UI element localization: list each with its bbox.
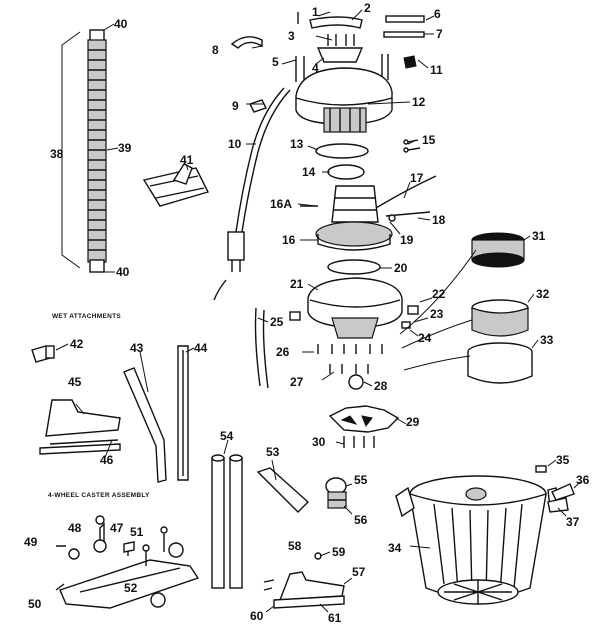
part-label-9: 9 — [232, 99, 239, 113]
part-label-21: 21 — [290, 277, 304, 291]
part-label-13: 13 — [290, 137, 304, 151]
part-label-32: 32 — [536, 287, 550, 301]
part-label-34: 34 — [388, 541, 402, 555]
part-label-1: 1 — [312, 5, 319, 19]
part-label-8: 8 — [212, 43, 219, 57]
extension-wands-54 — [211, 454, 243, 589]
part-label-6: 6 — [434, 7, 441, 21]
part-label-11: 11 — [430, 63, 443, 77]
part-label-4: 4 — [312, 61, 319, 75]
part-label-10: 10 — [228, 137, 242, 151]
part-label-55: 55 — [354, 473, 368, 487]
ring-14 — [327, 164, 365, 180]
part-label-23: 23 — [430, 307, 444, 321]
squeegee-tool-57-61 — [263, 552, 345, 609]
hose-assembly — [61, 23, 119, 273]
part-label-35: 35 — [556, 453, 570, 467]
part-label-15: 15 — [422, 133, 436, 147]
top-latch-parts — [230, 9, 425, 82]
part-label-60: 60 — [250, 609, 264, 623]
part-label-3: 3 — [288, 29, 295, 43]
wet-attachments — [31, 345, 189, 483]
part-number-labels: 1 2 3 4 5 6 7 8 9 10 11 12 13 14 15 16A … — [24, 1, 590, 625]
part-label-2: 2 — [364, 1, 371, 15]
tank-lid-21 — [289, 277, 419, 339]
part-label-16: 16 — [282, 233, 296, 247]
tank-34 — [395, 465, 575, 605]
motor-16 — [300, 175, 437, 251]
part-label-29: 29 — [406, 415, 420, 429]
part-label-39: 39 — [118, 141, 132, 155]
dusting-brush-55-56 — [325, 477, 347, 509]
part-label-43: 43 — [130, 341, 144, 355]
part-label-20: 20 — [394, 261, 408, 275]
part-label-44: 44 — [194, 341, 208, 355]
part-label-56: 56 — [354, 513, 368, 527]
part-label-40-top: 40 — [114, 17, 128, 31]
gasket-13 — [315, 143, 369, 159]
leader-lines — [55, 11, 581, 613]
float-cage-29 — [328, 405, 400, 448]
floor-nozzle-41 — [142, 163, 210, 207]
part-label-24: 24 — [418, 331, 432, 345]
title-caster-assembly: 4-WHEEL CASTER ASSEMBLY — [48, 492, 150, 499]
part-label-37: 37 — [566, 515, 580, 529]
part-label-42: 42 — [70, 337, 84, 351]
part-label-57: 57 — [352, 565, 366, 579]
part-label-49: 49 — [24, 535, 38, 549]
part-label-58: 58 — [288, 539, 302, 553]
part-label-33: 33 — [540, 333, 554, 347]
power-cord-10 — [213, 87, 291, 301]
part-label-61: 61 — [328, 611, 342, 625]
part-label-28: 28 — [374, 379, 388, 393]
part-label-18: 18 — [432, 213, 446, 227]
part-label-5: 5 — [272, 55, 279, 69]
gasket-20 — [327, 259, 381, 275]
part-label-38: 38 — [50, 147, 64, 161]
part-label-27: 27 — [290, 375, 304, 389]
part-label-48: 48 — [68, 521, 82, 535]
part-label-50: 50 — [28, 597, 42, 611]
part-label-26: 26 — [276, 345, 290, 359]
filters — [399, 232, 533, 384]
part-label-17: 17 — [410, 171, 424, 185]
part-label-31: 31 — [532, 229, 546, 243]
crevice-tool-53 — [256, 467, 310, 513]
part-label-36: 36 — [576, 473, 590, 487]
part-label-47: 47 — [110, 521, 124, 535]
title-wet-attachments: WET ATTACHMENTS — [52, 313, 121, 320]
tube-25 — [254, 307, 269, 389]
part-label-40-bottom: 40 — [116, 265, 130, 279]
part-label-46: 46 — [100, 453, 114, 467]
motor-hood-12 — [295, 67, 393, 133]
part-label-14: 14 — [302, 165, 316, 179]
part-label-19: 19 — [400, 233, 414, 247]
part-label-22: 22 — [432, 287, 446, 301]
part-label-16a: 16A — [270, 197, 292, 211]
part-label-7: 7 — [436, 27, 443, 41]
part-label-41: 41 — [180, 153, 194, 167]
screws-26-27 — [317, 344, 383, 390]
part-label-52: 52 — [124, 581, 138, 595]
part-label-51: 51 — [130, 525, 144, 539]
caster-assembly — [55, 515, 200, 609]
part-label-30: 30 — [312, 435, 326, 449]
part-label-53: 53 — [266, 445, 280, 459]
part-label-59: 59 — [332, 545, 346, 559]
part-label-12: 12 — [412, 95, 426, 109]
part-label-45: 45 — [68, 375, 82, 389]
part-label-25: 25 — [270, 315, 284, 329]
part-label-54: 54 — [220, 429, 234, 443]
